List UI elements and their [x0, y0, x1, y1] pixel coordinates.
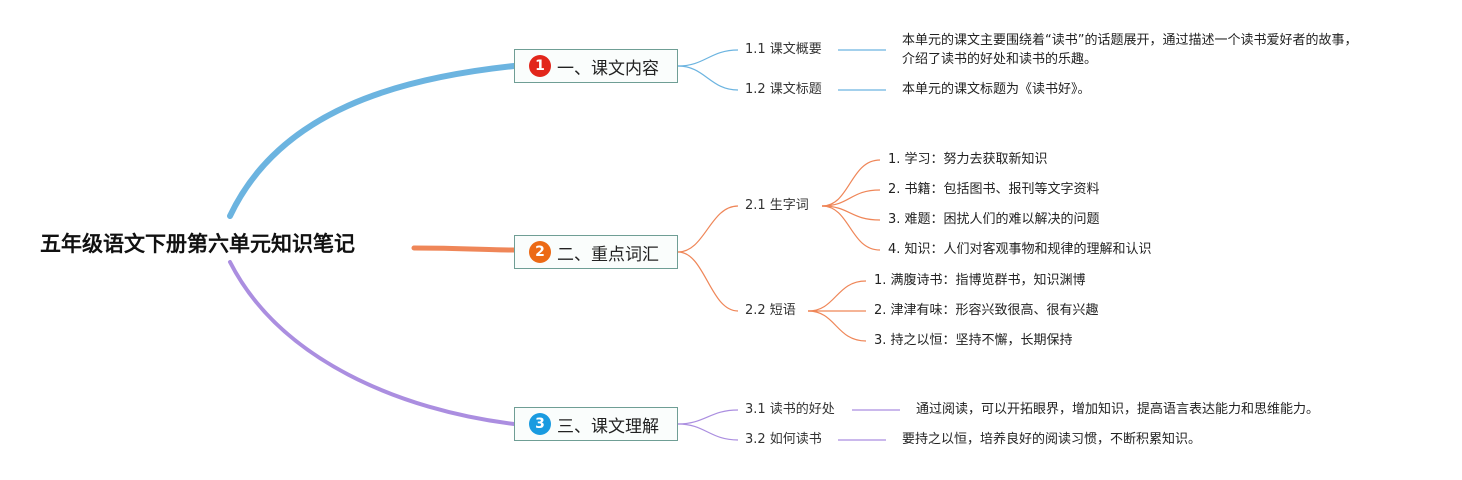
- vocab-item[interactable]: 3. 难题：困扰人们的难以解决的问题: [888, 212, 1100, 227]
- root-link-2: [411, 245, 517, 253]
- subtopic-3-2[interactable]: 3.2 如何读书: [745, 432, 822, 447]
- vocab-item[interactable]: 2. 书籍：包括图书、报刊等文字资料: [888, 182, 1100, 197]
- number-3-icon: 3: [529, 413, 551, 435]
- branch-text-understanding[interactable]: 3 三、课文理解: [514, 407, 678, 441]
- branch-course-content[interactable]: 1 一、课文内容: [514, 49, 678, 83]
- phrase-item[interactable]: 1. 满腹诗书：指博览群书，知识渊博: [874, 273, 1086, 288]
- link-2-1-b: [821, 189, 881, 207]
- subtopic-2-1[interactable]: 2.1 生字词: [745, 198, 809, 213]
- link-2-1-d: [821, 205, 881, 251]
- link-1-2: [677, 65, 739, 91]
- link-3-2: [677, 423, 739, 441]
- phrase-item[interactable]: 3. 持之以恒：坚持不懈，长期保持: [874, 333, 1073, 348]
- vocab-item[interactable]: 1. 学习：努力去获取新知识: [888, 152, 1048, 167]
- branch-label: 三、课文理解: [557, 416, 659, 437]
- note-3-2: 要持之以恒，培养良好的阅读习惯，不断积累知识。: [902, 432, 1202, 447]
- root-link-1: [227, 63, 517, 219]
- subtopic-1-1[interactable]: 1.1 课文概要: [745, 42, 822, 57]
- link-2-1: [677, 205, 739, 253]
- note-1-1-line-2: 介绍了读书的好处和读书的乐趣。: [902, 52, 1098, 67]
- link-2-1-a: [821, 159, 881, 207]
- phrase-item[interactable]: 2. 津津有味：形容兴致很高、很有兴趣: [874, 303, 1099, 318]
- branch-label: 二、重点词汇: [557, 244, 659, 265]
- root-topic[interactable]: 五年级语文下册第六单元知识笔记: [40, 232, 355, 256]
- branch-label: 一、课文内容: [557, 58, 659, 79]
- link-2-2-c: [807, 310, 867, 342]
- note-1-2: 本单元的课文标题为《读书好》。: [902, 82, 1091, 97]
- link-2-1-c: [821, 205, 881, 221]
- number-2-icon: 2: [529, 241, 551, 263]
- number-1-icon: 1: [529, 55, 551, 77]
- subtopic-3-1[interactable]: 3.1 读书的好处: [745, 402, 835, 417]
- note-1-1-line-1: 本单元的课文主要围绕着“读书”的话题展开，通过描述一个读书爱好者的故事，: [902, 33, 1358, 48]
- link-2-2: [677, 251, 739, 312]
- note-3-1: 通过阅读，可以开拓眼界，增加知识，提高语言表达能力和思维能力。: [916, 402, 1320, 417]
- link-1-1: [677, 49, 739, 67]
- subtopic-2-2[interactable]: 2.2 短语: [745, 303, 796, 318]
- link-2-2-a: [807, 280, 867, 312]
- vocab-item[interactable]: 4. 知识：人们对客观事物和规律的理解和认识: [888, 242, 1152, 257]
- subtopic-1-2[interactable]: 1.2 课文标题: [745, 82, 822, 97]
- branch-key-vocabulary[interactable]: 2 二、重点词汇: [514, 235, 678, 269]
- root-link-3: [228, 260, 516, 426]
- link-3-1: [677, 409, 739, 425]
